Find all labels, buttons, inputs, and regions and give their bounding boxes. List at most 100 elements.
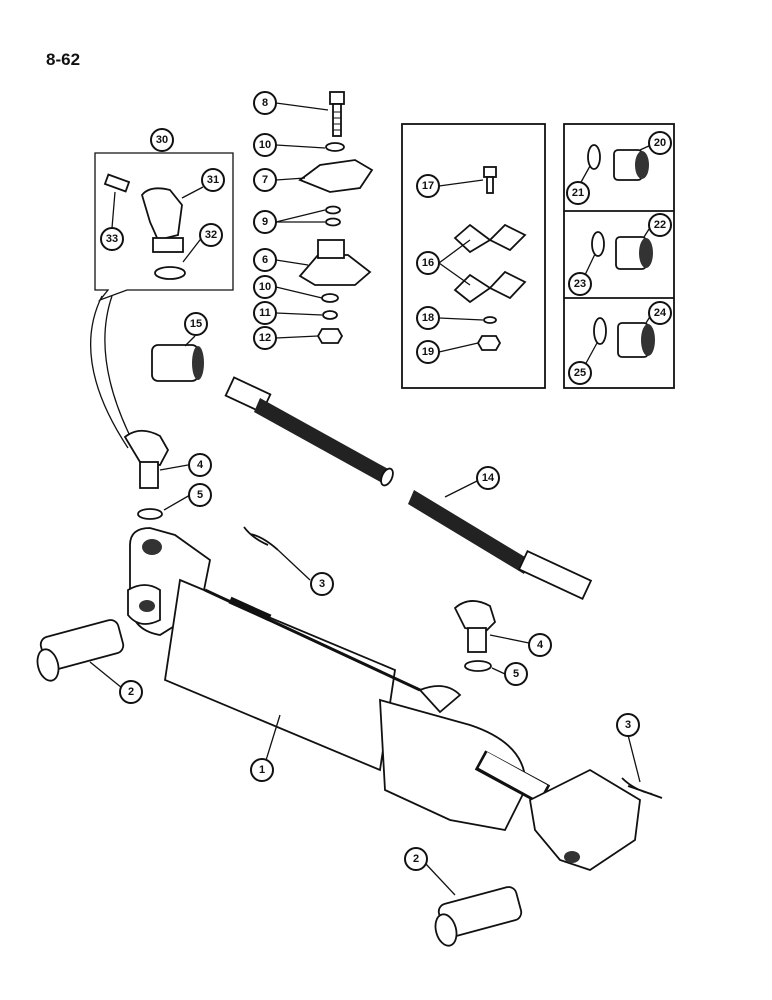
callout-4: 4: [528, 633, 552, 657]
callout-label: 15: [190, 318, 202, 330]
coupler-part: [151, 344, 204, 382]
elbow-fitting-part: [123, 429, 170, 489]
clevis-pin-part: [36, 619, 125, 682]
bleeder-part: [103, 173, 131, 193]
callout-4: 4: [188, 453, 212, 477]
mount-block-part: [298, 239, 372, 286]
o-ring-part: [464, 660, 492, 672]
detail-box-elbow-fitting: [89, 152, 234, 449]
callout-19: 19: [416, 340, 440, 364]
callout-label: 14: [482, 472, 495, 484]
o-ring-part: [587, 144, 601, 170]
callout-15: 15: [184, 312, 208, 336]
callout-2: 2: [119, 680, 143, 704]
callout-30: 30: [150, 128, 174, 152]
callout-label: 2: [128, 686, 134, 698]
callout-17: 17: [416, 174, 440, 198]
clevis-pin-part: [434, 886, 523, 947]
tube-clamp-part: [453, 223, 527, 254]
callout-label: 19: [422, 346, 434, 358]
callout-23: 23: [568, 272, 592, 296]
callout-3: 3: [310, 572, 334, 596]
adapter-part: [617, 322, 655, 358]
callout-16: 16: [416, 251, 440, 275]
bolt-part: [329, 91, 345, 137]
detail-box-adapters: [563, 123, 675, 389]
callout-12: 12: [253, 326, 277, 350]
callout-label: 4: [537, 639, 544, 651]
callout-21: 21: [566, 181, 590, 205]
callout-22: 22: [648, 213, 672, 237]
hydraulic-cylinder-part: [127, 527, 641, 871]
callout-label: 11: [259, 307, 271, 319]
nut-part: [476, 335, 502, 351]
callout-label: 3: [625, 719, 631, 731]
o-ring-part: [154, 266, 186, 280]
callout-label: 18: [422, 312, 434, 324]
callout-8: 8: [253, 91, 277, 115]
callout-6: 6: [253, 248, 277, 272]
lock-washer-part: [483, 316, 497, 324]
washer-part: [325, 142, 345, 152]
washer-part: [321, 293, 339, 303]
callout-33: 33: [100, 227, 124, 251]
clamp-bolt-part: [483, 166, 497, 194]
callout-32: 32: [199, 223, 223, 247]
callout-label: 23: [574, 278, 586, 290]
callout-31: 31: [201, 168, 225, 192]
page-number: 8-62: [46, 50, 81, 69]
callout-3: 3: [616, 713, 640, 737]
adapter-part: [615, 236, 653, 270]
callout-7: 7: [253, 168, 277, 192]
o-ring-part: [593, 317, 607, 345]
clamp-cap-part: [298, 159, 374, 193]
callout-5: 5: [504, 662, 528, 686]
callout-10: 10: [253, 133, 277, 157]
elbow-fitting-part: [141, 187, 184, 253]
detail-box-clamp: [401, 123, 546, 389]
callout-2: 2: [404, 847, 428, 871]
callout-label: 16: [422, 257, 434, 269]
washer-part: [325, 217, 341, 227]
callout-label: 5: [513, 668, 519, 680]
o-ring-part: [591, 231, 605, 257]
callout-18: 18: [416, 306, 440, 330]
callout-label: 20: [654, 137, 666, 149]
threaded-rod-part: [224, 376, 593, 601]
callout-label: 12: [259, 332, 271, 344]
callout-label: 4: [197, 459, 204, 471]
callout-label: 17: [422, 180, 434, 192]
callout-11: 11: [253, 301, 277, 325]
callout-label: 31: [207, 174, 219, 186]
callout-label: 10: [259, 139, 271, 151]
callout-label: 3: [319, 578, 325, 590]
leader-lines: [89, 102, 652, 896]
callout-5: 5: [188, 483, 212, 507]
callout-label: 32: [205, 229, 217, 241]
callout-label: 30: [156, 134, 168, 146]
adapter-part: [613, 149, 649, 181]
nut-part: [316, 328, 344, 344]
callout-label: 2: [413, 853, 419, 865]
callout-label: 25: [574, 367, 586, 379]
callouts: 8 10 7 9 6 10 11 12 30 31 32 33 15 17 16…: [100, 91, 672, 871]
callout-10: 10: [253, 275, 277, 299]
callout-14: 14: [476, 466, 500, 490]
cotter-pin-part: [243, 526, 279, 551]
callout-label: 9: [262, 216, 268, 228]
callout-25: 25: [568, 361, 592, 385]
callout-1: 1: [250, 758, 274, 782]
callout-20: 20: [648, 131, 672, 155]
callout-9: 9: [253, 210, 277, 234]
callout-label: 22: [654, 219, 666, 231]
callout-label: 24: [654, 307, 667, 319]
callout-24: 24: [648, 301, 672, 325]
elbow-fitting-part: [453, 600, 497, 653]
washer-part: [325, 205, 341, 215]
lock-washer-part: [322, 310, 338, 320]
callout-label: 8: [262, 97, 268, 109]
tube-clamp-part: [453, 270, 527, 304]
callout-label: 21: [572, 187, 584, 199]
